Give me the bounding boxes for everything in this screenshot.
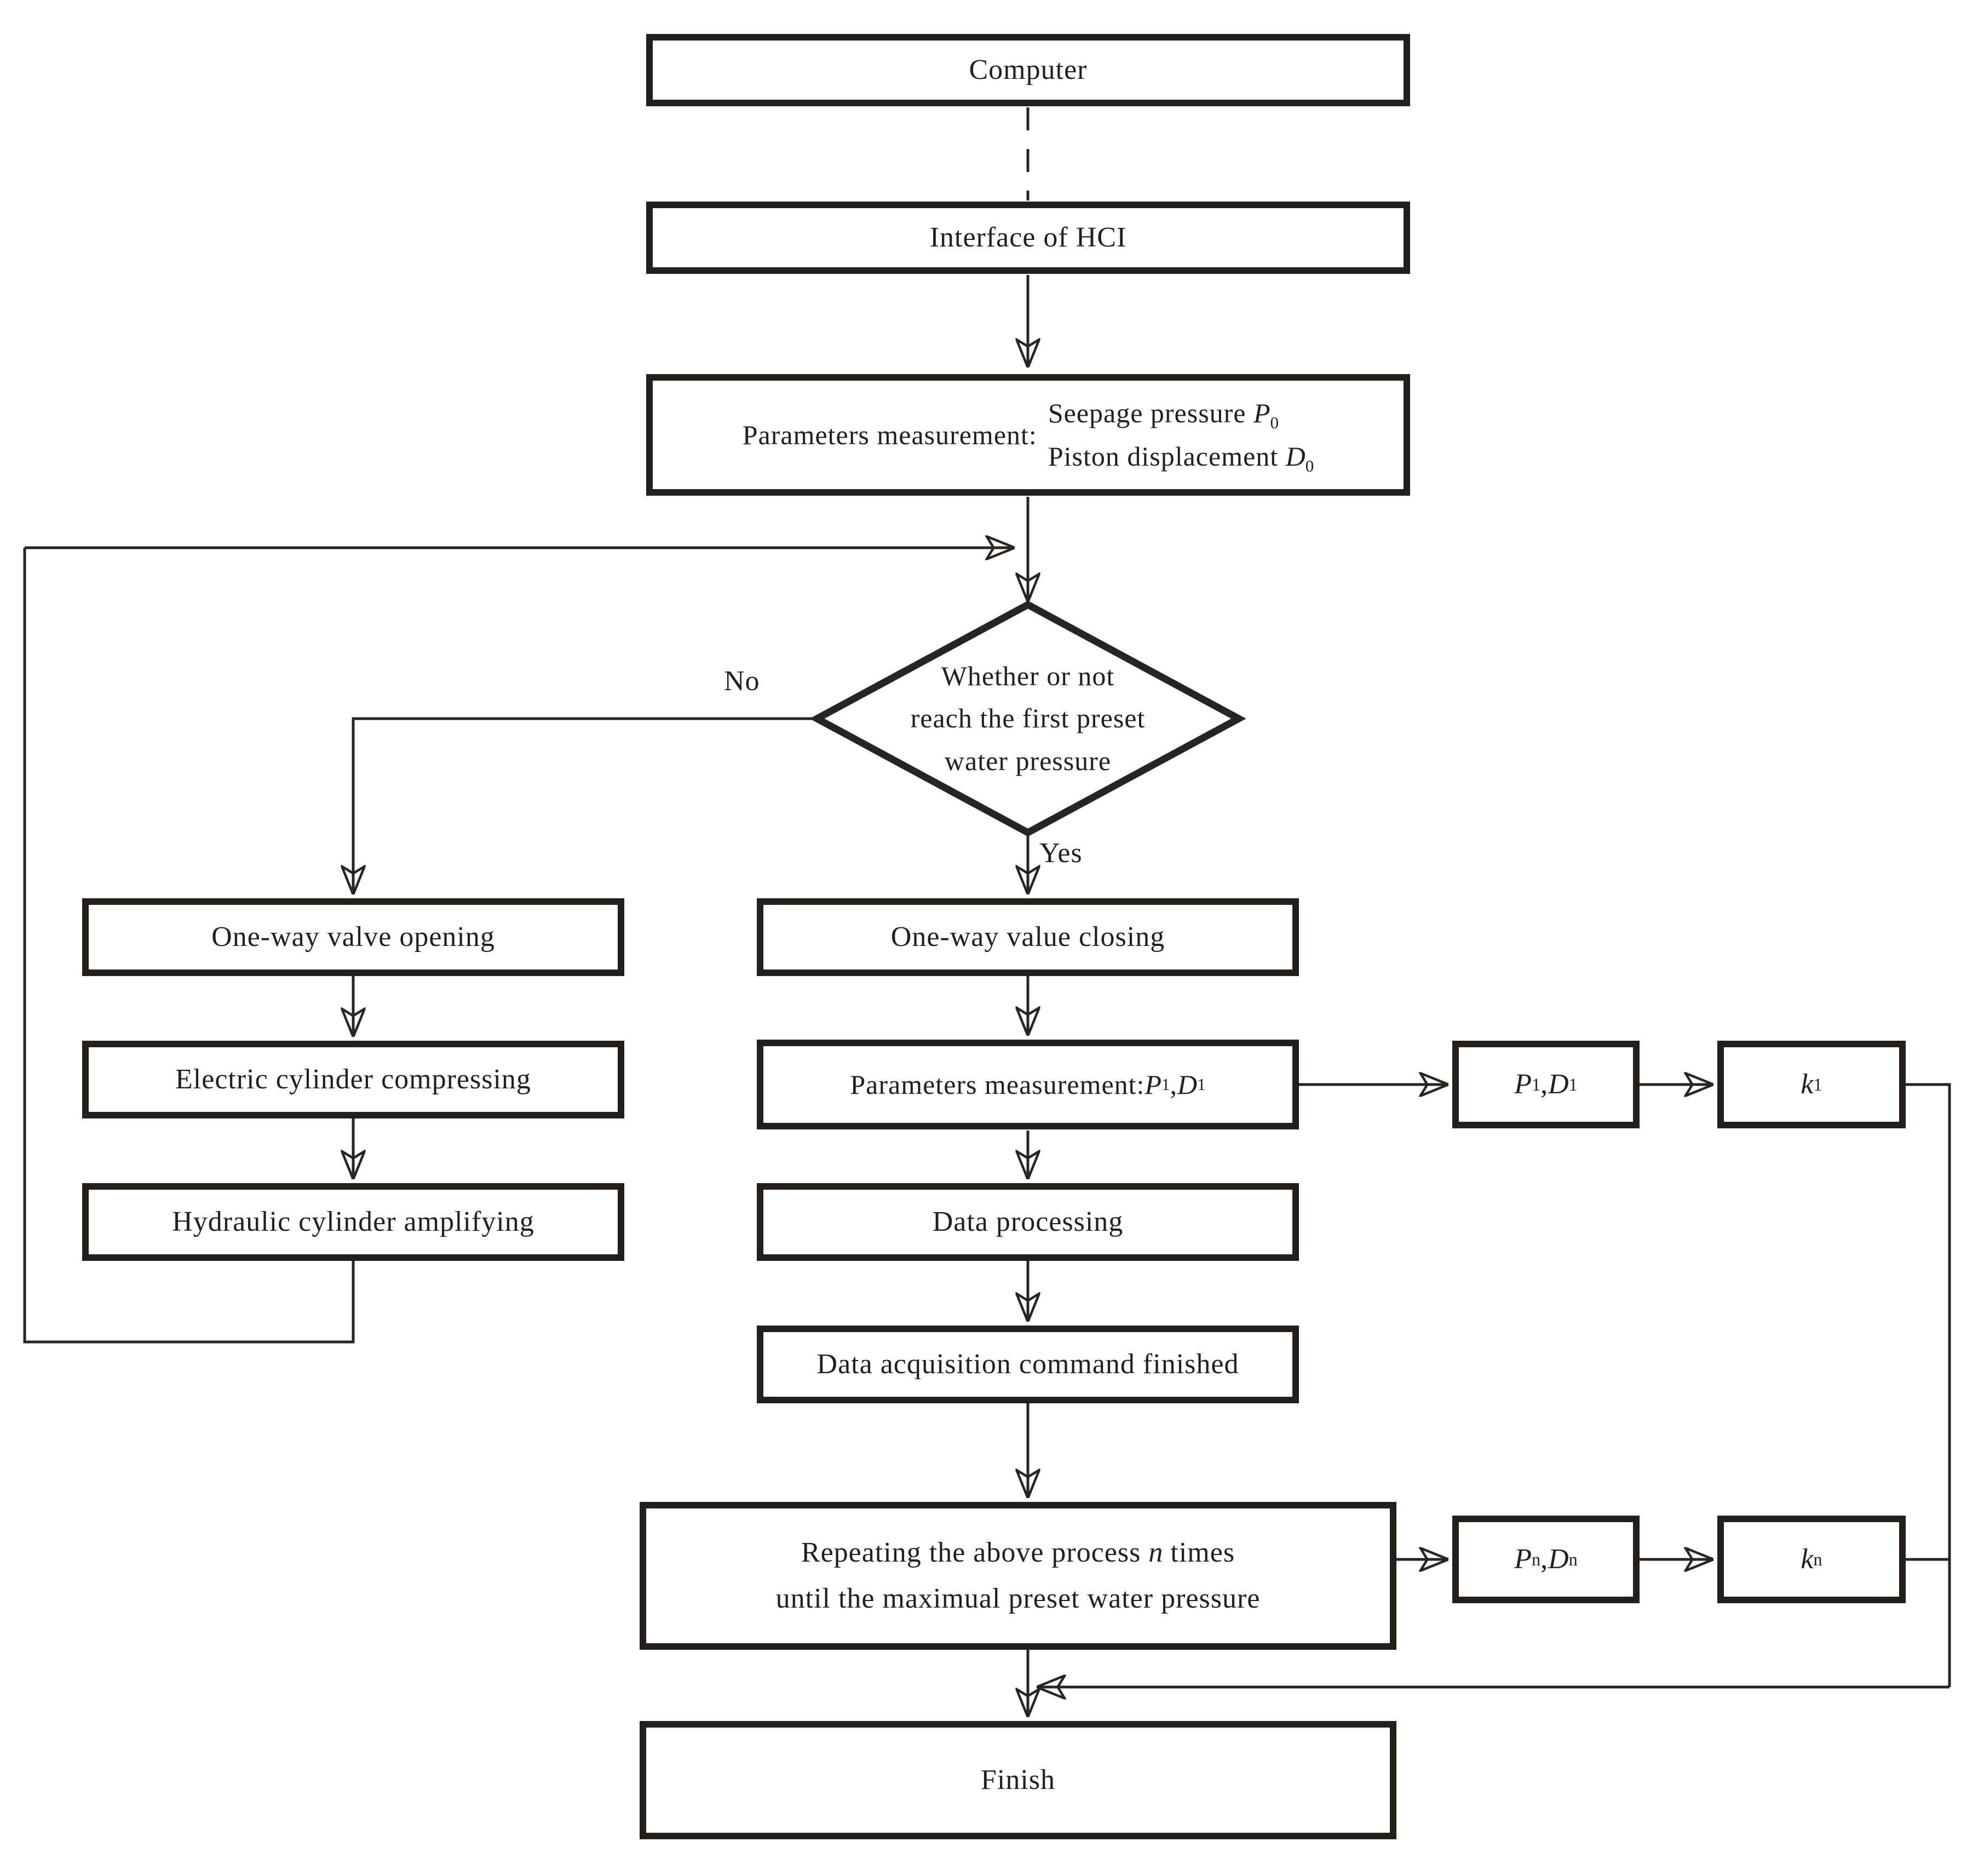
params-initial-line2-var: D [1285, 441, 1306, 472]
node-hydraulic-cylinder-label: Hydraulic cylinder amplifying [172, 1206, 534, 1238]
edge-label-yes: Yes [1039, 837, 1083, 869]
kn-var: k [1801, 1544, 1814, 1575]
node-electric-cylinder: Electric cylinder compressing [82, 1041, 624, 1118]
k1-var: k [1801, 1069, 1814, 1100]
decision-diamond [809, 600, 1246, 837]
repeating-line1-post: times [1163, 1537, 1235, 1569]
node-valve-closing: One-way value closing [757, 898, 1299, 976]
node-computer: Computer [646, 34, 1410, 106]
node-valve-opening-label: One-way valve opening [211, 921, 495, 953]
node-electric-cylinder-label: Electric cylinder compressing [175, 1064, 531, 1095]
params-initial-line1-text: Seepage pressure [1048, 398, 1253, 428]
node-data-acquisition-label: Data acquisition command finished [816, 1349, 1239, 1380]
node-decision-line2: reach the first preset [910, 703, 1146, 734]
pndn-var2: D [1548, 1544, 1569, 1575]
params-initial-values: Seepage pressure P0 Piston displacement … [1048, 395, 1314, 474]
node-data-processing: Data processing [757, 1183, 1299, 1261]
pndn-sep: , [1540, 1544, 1549, 1575]
params-first-var2: D [1177, 1069, 1198, 1100]
params-initial-line2-sub: 0 [1305, 456, 1314, 475]
params-initial-line1-var: P [1253, 398, 1270, 428]
p1d1-var2: D [1548, 1069, 1569, 1100]
params-initial-line2: Piston displacement D0 [1048, 439, 1314, 474]
params-first-text: Parameters measurement: [850, 1069, 1145, 1100]
params-first-var1: P [1145, 1069, 1161, 1100]
node-parameters-initial: Parameters measurement: Seepage pressure… [646, 374, 1410, 496]
params-initial-line2-text: Piston displacement [1048, 441, 1286, 472]
node-data-acquisition: Data acquisition command finished [757, 1326, 1299, 1403]
pndn-var1: P [1514, 1544, 1532, 1575]
params-initial-line1: Seepage pressure P0 [1048, 395, 1314, 431]
node-interface-hci: Interface of HCI [646, 202, 1410, 274]
repeating-line1-text: Repeating the above process [801, 1537, 1149, 1569]
node-repeating-line2: until the maximual preset water pressure [775, 1583, 1261, 1614]
edge-label-no: No [724, 666, 760, 697]
edge-decision-no [353, 717, 817, 893]
node-finish-label: Finish [980, 1764, 1056, 1796]
node-interface-hci-label: Interface of HCI [929, 222, 1127, 254]
node-data-processing-label: Data processing [932, 1206, 1124, 1238]
repeating-line1-var: n [1148, 1537, 1163, 1569]
node-decision-line1: Whether or not [941, 660, 1115, 691]
node-repeating-line1: Repeating the above process n times [801, 1534, 1235, 1571]
params-initial-label: Parameters measurement: [742, 419, 1037, 450]
params-initial-line1-sub: 0 [1270, 413, 1279, 432]
node-decision: Whether or not reach the first preset wa… [860, 646, 1196, 791]
params-first-sep: , [1170, 1069, 1177, 1100]
node-repeating: Repeating the above process n times unti… [640, 1502, 1396, 1650]
node-hydraulic-cylinder: Hydraulic cylinder amplifying [82, 1183, 624, 1261]
node-finish: Finish [640, 1721, 1396, 1839]
edge-loop-back [23, 548, 355, 1344]
p1d1-var1: P [1514, 1069, 1532, 1100]
edge-k1-down [1906, 1083, 1951, 1687]
node-computer-label: Computer [969, 54, 1088, 86]
node-valve-opening: One-way valve opening [82, 898, 624, 976]
node-valve-closing-label: One-way value closing [890, 921, 1165, 953]
node-decision-line3: water pressure [944, 745, 1112, 776]
p1d1-sep: , [1540, 1069, 1549, 1100]
